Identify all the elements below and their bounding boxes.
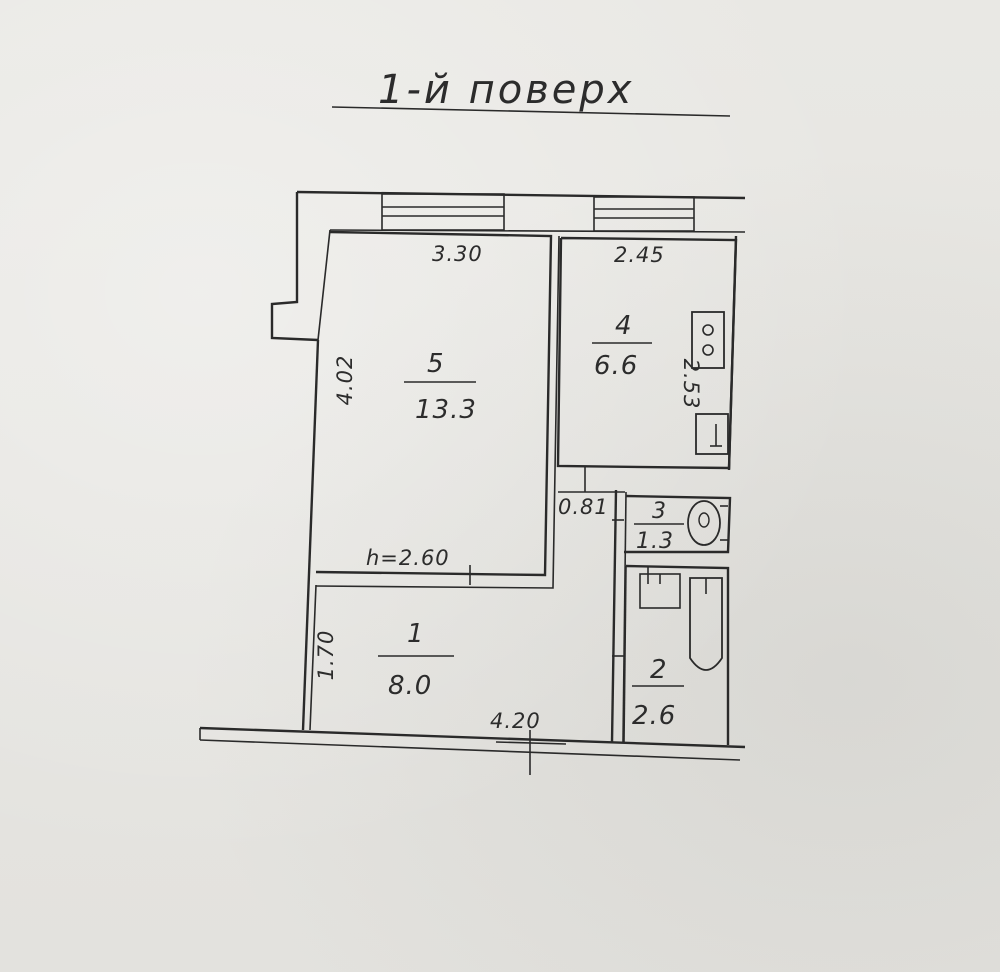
room-3-number: 3: [652, 499, 667, 524]
room-4-area: 6.6: [594, 351, 638, 381]
bathtub-icon: [689, 577, 723, 671]
room-2-walls: [623, 564, 730, 745]
room-5-number: 5: [427, 349, 445, 379]
sink-icon: [695, 413, 729, 455]
dim-room5-length: 4.02: [333, 355, 357, 406]
room-1-number: 1: [407, 619, 425, 649]
room-4-number: 4: [615, 311, 633, 341]
tick-marks: [469, 519, 649, 657]
washbasin-icon: [639, 573, 681, 609]
room-4-walls: [556, 236, 738, 470]
dim-room4-width: 2.45: [614, 243, 665, 267]
title-underline: [331, 106, 731, 117]
room-1-area: 8.0: [388, 671, 432, 701]
dim-room4-length: 2.53: [679, 359, 703, 410]
room-2-number: 2: [650, 655, 668, 685]
room-3-walls: [624, 494, 732, 554]
stove-icon: [691, 311, 725, 369]
dim-room5-width: 3.30: [432, 242, 483, 266]
room-3-area: 1.3: [636, 529, 674, 554]
window-room5: [381, 193, 505, 231]
room-5-walls: [315, 230, 560, 589]
dim-corridor-gap: 0.81: [558, 495, 609, 519]
partitions: [558, 466, 627, 743]
toilet-icon: [687, 500, 728, 546]
dim-hall-length: 1.70: [314, 630, 338, 681]
window-room4: [593, 196, 695, 232]
room-5-area: 13.3: [415, 395, 477, 425]
entrance-door: [495, 730, 567, 775]
room-2-area: 2.6: [632, 701, 676, 731]
dim-hall-width: 4.20: [490, 709, 541, 733]
plan-title: 1-й поверх: [378, 67, 634, 113]
dim-ceiling-height: h=2.60: [366, 546, 450, 570]
